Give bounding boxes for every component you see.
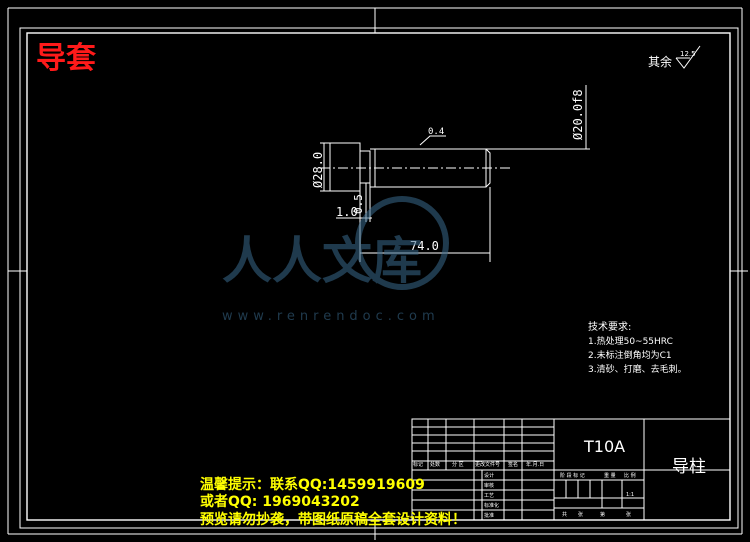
part-name: 导柱 <box>672 457 706 477</box>
dim-roughness-top: 0.4 <box>428 127 444 137</box>
material-name: T10A <box>583 437 625 456</box>
tb-sheet-3: 第 <box>600 511 605 518</box>
drawing-title: 导套 <box>36 41 96 76</box>
tb-stage-3: 比 例 <box>624 472 636 479</box>
notice-line-2: 或者QQ: 1969043202 <box>200 493 360 510</box>
notice-line-1: 温馨提示：联系QQ:1459919609 <box>200 476 425 493</box>
tb-header-6: 年.月.日 <box>526 461 544 468</box>
tb-sheet-1: 共 <box>562 511 567 518</box>
tb-role-1: 设计 <box>484 472 494 479</box>
roughness-symbol-icon <box>675 45 701 69</box>
tb-role-3: 工艺 <box>484 493 494 499</box>
tb-stage-1: 阶 段 标 记 <box>560 472 585 479</box>
tb-header-2: 处数 <box>430 461 440 468</box>
watermark-logo-icon <box>355 196 449 290</box>
watermark-brand: 人人文库 <box>222 232 422 290</box>
tech-req-item-2: 2.未标注倒角均为C1 <box>588 349 672 361</box>
tb-role-4: 标准化 <box>484 502 499 509</box>
surface-finish-value: 12.5 <box>680 50 696 58</box>
scale-value: 1:1 <box>626 492 634 498</box>
tech-req-item-3: 3.清砂、打磨、去毛刺。 <box>588 363 687 375</box>
tb-role-5: 批准 <box>484 512 494 519</box>
tb-sheet-2: 张 <box>578 511 583 518</box>
dim-small-diameter: Ø20.0f8 <box>571 89 585 140</box>
dim-large-diameter: Ø28.0 <box>311 152 325 188</box>
tb-header-3: 分 区 <box>452 461 464 468</box>
tb-stage-2: 重 量 <box>604 472 616 479</box>
tech-req-heading: 技术要求: <box>588 320 631 333</box>
dim-shoulder: 0.5 <box>352 194 365 214</box>
notice-line-3: 预览请勿抄袭，带图纸原稿全套设计资料！ <box>200 511 466 528</box>
tb-header-4: 更改文件号 <box>475 461 500 468</box>
inner-frame <box>26 32 731 521</box>
tb-role-2: 审核 <box>484 482 494 489</box>
watermark: 人人文库 www.renrendoc.com <box>222 196 449 324</box>
outer-frame <box>19 27 739 529</box>
title-block <box>411 418 731 521</box>
zone-marks <box>7 7 748 540</box>
dim-length: 74.0 <box>410 239 439 253</box>
tech-req-item-1: 1.热处理50~55HRC <box>588 335 673 347</box>
tb-sheet-4: 张 <box>626 511 631 518</box>
part-outline <box>320 142 512 192</box>
tb-header-5: 签名 <box>508 461 518 468</box>
watermark-url: www.renrendoc.com <box>222 309 440 324</box>
surface-finish-label: 其余 <box>648 54 672 69</box>
tb-header-1: 标记 <box>413 461 423 468</box>
dim-chamfer: 1.0 <box>336 205 358 219</box>
